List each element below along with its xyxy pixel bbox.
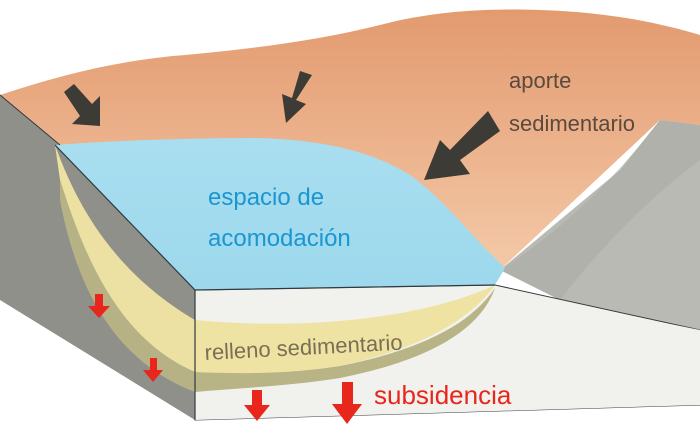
sediment-front-dark xyxy=(195,288,495,392)
label-aporte-line2: sedimentario xyxy=(509,111,635,136)
red-down-arrow-icon xyxy=(88,294,362,424)
label-espacio-line1: espacio de xyxy=(208,184,324,211)
right-slope-shade xyxy=(500,120,700,300)
left-edge xyxy=(0,94,61,146)
dark-arrow-icon xyxy=(64,71,500,180)
label-aporte-line1: aporte xyxy=(509,68,571,93)
sediment-side xyxy=(55,145,195,372)
label-espacio-line2: acomodación xyxy=(208,225,351,252)
land-surface xyxy=(0,9,700,270)
sediment-front xyxy=(195,285,495,374)
basement-front xyxy=(195,290,700,420)
sediment-side-dark xyxy=(60,180,195,392)
water-body xyxy=(55,138,505,290)
label-subsidencia: subsidencia xyxy=(374,380,512,410)
